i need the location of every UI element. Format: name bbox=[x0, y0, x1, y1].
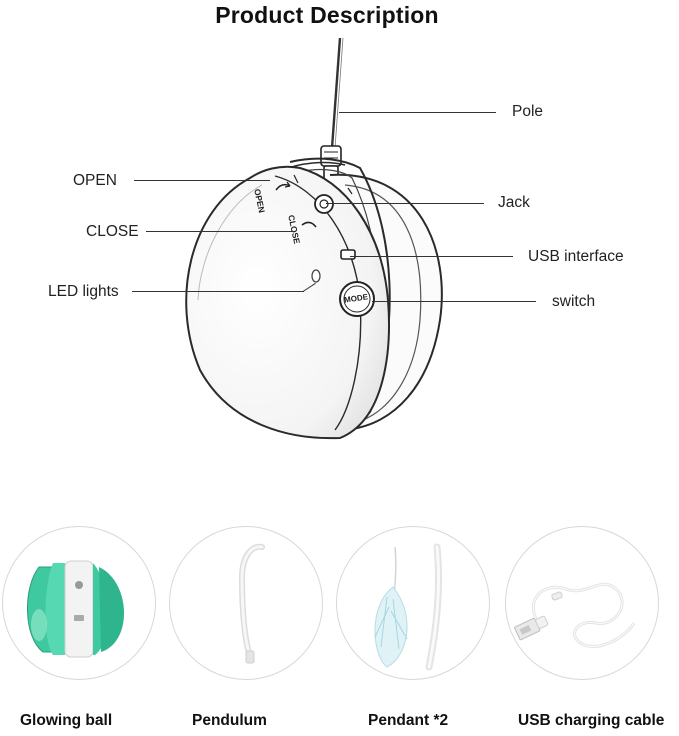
callout-pole-line bbox=[339, 112, 496, 113]
usb-cable-thumbnail bbox=[505, 526, 659, 680]
callout-close: CLOSE bbox=[86, 223, 139, 240]
callout-usb-line bbox=[350, 256, 513, 257]
callout-jack: Jack bbox=[498, 194, 530, 211]
caption-pendant: Pendant *2 bbox=[368, 712, 449, 729]
callout-led-lights: LED lights bbox=[48, 283, 119, 300]
mode-button bbox=[339, 281, 375, 317]
pendulum-thumbnail bbox=[169, 526, 323, 680]
callout-led-line bbox=[132, 291, 304, 292]
callout-jack-line bbox=[326, 203, 484, 204]
open-arrow bbox=[275, 183, 291, 191]
caption-usb-charging-cable: USB charging cable bbox=[518, 712, 665, 729]
callout-switch-line bbox=[372, 301, 536, 302]
page-title: Product Description bbox=[215, 2, 439, 28]
callout-switch: switch bbox=[552, 293, 596, 310]
pole-rod bbox=[320, 37, 344, 189]
caption-pendulum: Pendulum bbox=[192, 712, 267, 729]
close-arrow bbox=[301, 221, 317, 228]
callout-usb-interface: USB interface bbox=[528, 248, 624, 265]
product-diagram bbox=[185, 37, 443, 440]
callout-open-line bbox=[134, 180, 270, 181]
pendant-thumbnail bbox=[336, 526, 490, 680]
callout-open: OPEN bbox=[73, 172, 117, 189]
led-light bbox=[311, 269, 321, 283]
jack-hole bbox=[314, 194, 334, 214]
caption-glowing-ball: Glowing ball bbox=[20, 712, 113, 729]
usb-port bbox=[340, 249, 356, 260]
glowing-ball-thumbnail bbox=[2, 526, 156, 680]
callout-pole: Pole bbox=[512, 103, 544, 120]
callout-close-line bbox=[146, 231, 294, 232]
